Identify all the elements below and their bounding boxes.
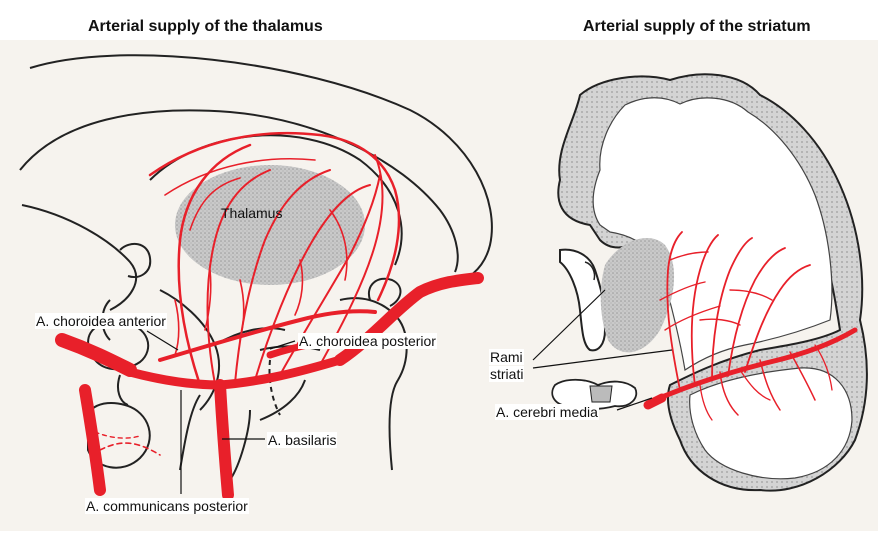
striatal-arteries xyxy=(643,231,858,421)
title-thalamus: Arterial supply of the thalamus xyxy=(88,18,323,35)
label-basilaris: A. basilaris xyxy=(267,432,338,448)
thalamic-arteries xyxy=(55,131,484,501)
label-rami-striati-line1: Rami xyxy=(489,349,524,365)
label-choroidea-posterior: A. choroidea posterior xyxy=(298,333,437,349)
thalamus-shading xyxy=(175,165,365,285)
title-striatum: Arterial supply of the striatum xyxy=(583,18,811,35)
label-communicans-posterior: A. communicans posterior xyxy=(85,498,249,514)
label-rami-striati-line2: striati xyxy=(489,366,525,382)
label-cerebri-media: A. cerebri media xyxy=(495,404,599,420)
label-choroidea-anterior: A. choroidea anterior xyxy=(35,313,167,329)
leader-lines xyxy=(146,289,673,494)
label-thalamus: Thalamus xyxy=(221,205,283,221)
